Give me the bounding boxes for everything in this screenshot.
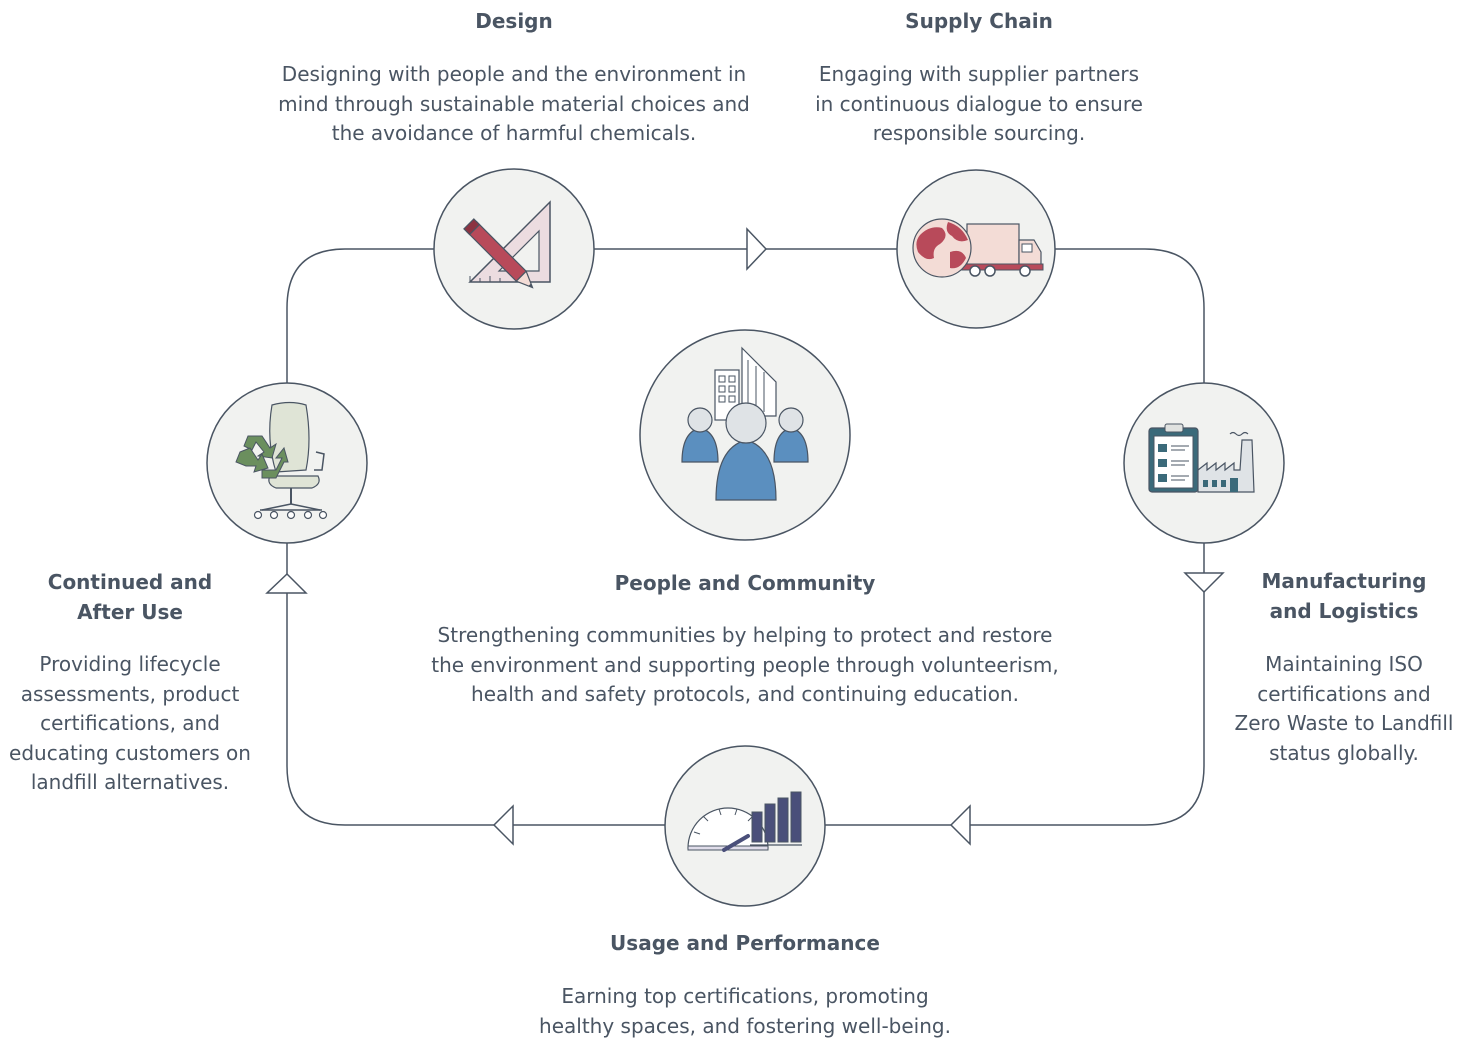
manufacturing-node (1123, 382, 1285, 544)
design-title: Design (475, 9, 553, 33)
design-description: Designing with people and the environmen… (278, 62, 750, 145)
arrow-right-top (746, 227, 768, 271)
arrow-up-left (265, 572, 308, 594)
recycle-chair-icon (235, 401, 328, 520)
after-use-node (206, 382, 368, 544)
people-buildings-icon (681, 346, 809, 501)
cycle-loop-path (286, 248, 1205, 826)
usage-node (664, 745, 826, 907)
design-node (433, 168, 595, 330)
globe-truck-icon (912, 218, 1044, 278)
manufacturing-title: Manufacturing and Logistics (1261, 569, 1427, 623)
arrow-left-bottom-right (949, 804, 971, 846)
usage-title: Usage and Performance (610, 931, 880, 955)
clipboard-factory-icon (1148, 423, 1255, 493)
community-description: Strengthening communities by helping to … (431, 623, 1059, 706)
community-node (639, 329, 851, 541)
supply-chain-title: Supply Chain (905, 9, 1053, 33)
arrow-left-bottom-left (492, 804, 514, 846)
supply-chain-node (896, 169, 1056, 329)
manufacturing-description: Maintaining ISO certifications and Zero … (1234, 652, 1454, 765)
gauge-bars-icon (687, 791, 802, 852)
usage-description: Earning top certifications, promoting he… (539, 984, 951, 1038)
pencil-triangle-ruler-icon (463, 200, 551, 289)
after-use-description: Providing lifecycle assessments, product… (9, 652, 251, 794)
after-use-title: Continued and After Use (47, 570, 213, 624)
supply-chain-description: Engaging with supplier partners in conti… (815, 62, 1143, 145)
arrow-down-right (1183, 572, 1225, 594)
community-title: People and Community (614, 571, 876, 595)
